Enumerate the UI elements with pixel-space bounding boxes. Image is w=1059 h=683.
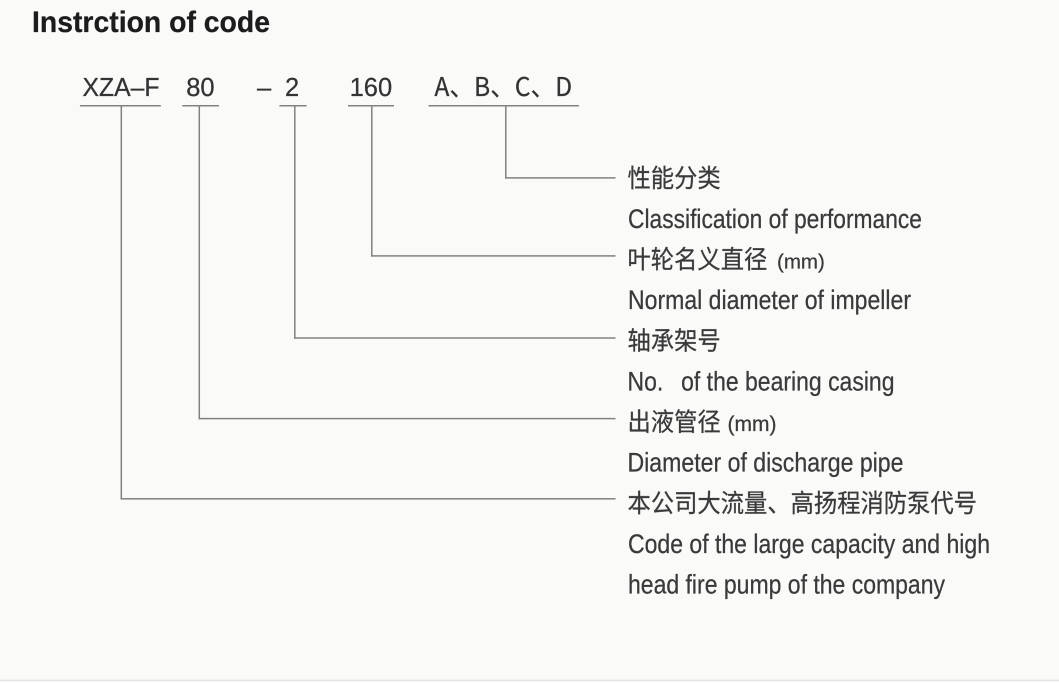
svg-text:(mm): (mm) [728,413,777,436]
svg-text:XZA–F: XZA–F [83,74,160,102]
svg-text:head fire pump of the company: head fire pump of the company [628,569,946,599]
svg-text:–: – [257,74,272,102]
svg-text:2: 2 [285,74,299,102]
svg-text:(mm): (mm) [777,250,825,273]
svg-text:160: 160 [350,74,393,102]
svg-text:Code of the large capacity and: Code of the large capacity and high [628,529,990,559]
svg-text:Diameter of discharge pipe: Diameter of discharge pipe [628,448,904,478]
svg-text:No. of the bearing casing: No. of the bearing casing [628,366,895,396]
svg-text:Classification of performance: Classification of performance [628,204,922,234]
svg-text:80: 80 [186,74,214,102]
svg-text:Instrction of code: Instrction of code [32,6,270,39]
svg-text:Normal diameter of impeller: Normal diameter of impeller [628,285,911,315]
